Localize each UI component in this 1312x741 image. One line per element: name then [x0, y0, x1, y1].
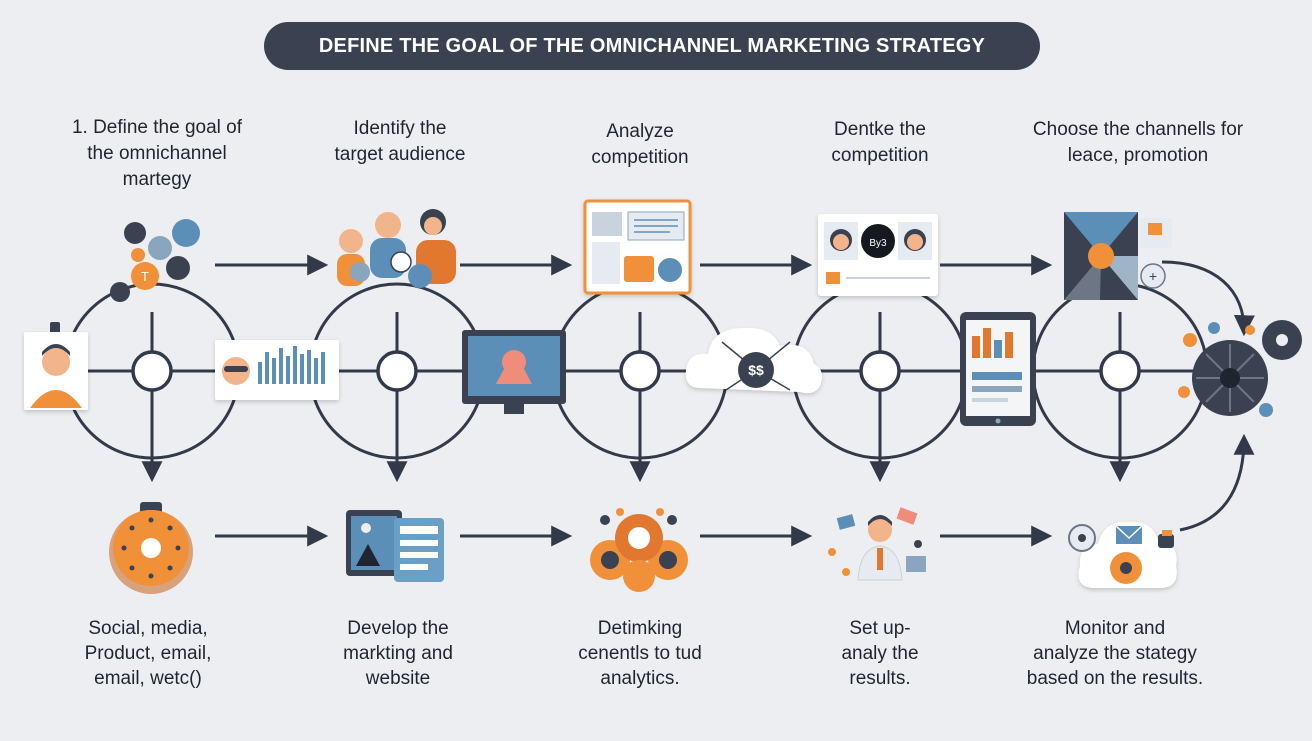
junction-node-2 [376, 350, 418, 392]
step-label-monitor-analyze: Monitor and analyze the stategy based on… [1026, 618, 1204, 689]
junction-node-3 [619, 350, 661, 392]
gear-hub-icon [1178, 320, 1302, 417]
top-arrows [215, 254, 1255, 337]
channel-pie-icon: + [1064, 212, 1172, 300]
step-label-define-goal: 1. Define the goal of the omnichannel ma… [71, 117, 243, 190]
step-label-choose-channels: Choose the channells for leace, promotio… [1032, 119, 1244, 166]
step-label-social-media: Social, media, Product, email, email, we… [84, 618, 212, 689]
cloud-monitor-icon [1068, 521, 1177, 588]
bottom-arrows [215, 433, 1255, 547]
svg-text:By3: By3 [869, 238, 887, 249]
junction-node-4 [859, 350, 901, 392]
top-arrow-curve [1161, 260, 1255, 337]
svg-text:T: T [141, 269, 149, 284]
audience-group-icon [337, 209, 456, 288]
profile-cards-icon: By3 [818, 214, 938, 296]
orange-dial-icon [109, 502, 193, 594]
step-label-target-audience: Identify the target audience [334, 118, 466, 165]
step-label-analytics: Detimking cenentls to tud analytics. [578, 618, 702, 689]
svg-text:+: + [1149, 268, 1157, 284]
analytics-circles-icon [590, 508, 688, 592]
social-icons-cluster-icon: T [110, 219, 200, 302]
junction-node-5 [1099, 350, 1141, 392]
junction-node-1 [131, 350, 173, 392]
page-title: DEFINE THE GOAL OF THE OMNICHANNEL MARKE… [264, 22, 1040, 70]
step-label-dentke-competition: Dentke the competition [831, 119, 929, 166]
website-screens-icon [346, 510, 444, 582]
cloud-dollar-icon: $$ [685, 327, 822, 394]
step-label-set-up: Set up- analy the results. [841, 618, 919, 689]
drop-arrows [141, 312, 1131, 483]
monitor-icon [462, 330, 566, 414]
bottom-arrow-curve [1179, 433, 1255, 532]
cloud-dollar-text: $$ [748, 362, 764, 378]
person-card-icon [24, 322, 88, 410]
dashboard-window-icon [583, 199, 692, 295]
step-label-develop-website: Develop the markting and website [343, 618, 453, 689]
step-label-analyze-competition: Analyze competition [591, 121, 689, 168]
tablet-icon [960, 312, 1036, 426]
person-analyst-icon [828, 507, 926, 581]
bar-chart-card-icon [215, 340, 339, 400]
junction-nodes [131, 350, 1141, 392]
